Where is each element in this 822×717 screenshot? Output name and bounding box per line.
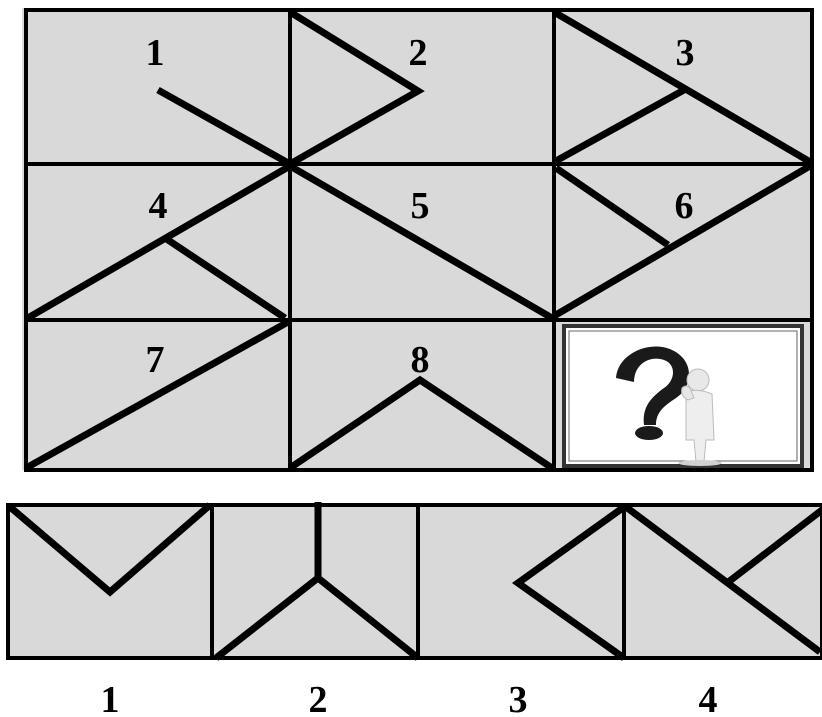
cell-4-label: 4 [149,185,168,227]
options-background [8,503,822,660]
puzzle-grid: 1 2 3 4 5 6 [22,8,812,470]
cell-6-label: 6 [675,185,694,227]
option-4-label: 4 [699,679,718,717]
option-labels: 1 2 3 4 [101,679,718,717]
cell-3-label: 3 [676,32,695,74]
cell-7-label: 7 [146,339,165,381]
puzzle-cell-missing [554,320,812,470]
option-1-label: 1 [101,679,120,717]
cell-8-label: 8 [411,339,430,381]
cell-2-label: 2 [409,32,428,74]
option-3-label: 3 [509,679,528,717]
cell-1-label: 1 [146,32,165,74]
answer-options [8,502,822,660]
cell-5-label: 5 [411,185,430,227]
option-2-label: 2 [309,679,328,717]
